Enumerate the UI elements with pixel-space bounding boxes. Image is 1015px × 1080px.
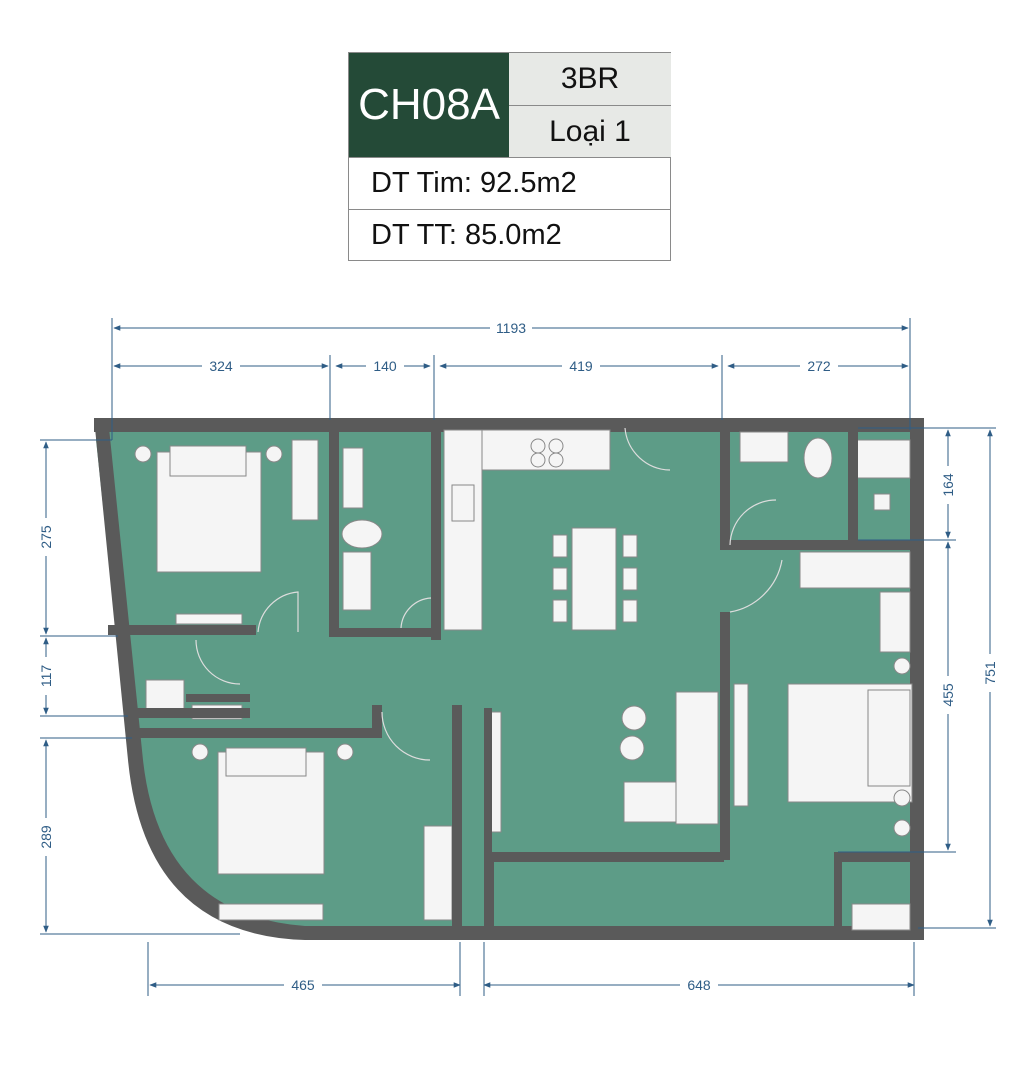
dim-117: 117 bbox=[38, 665, 54, 688]
dim-455: 455 bbox=[940, 683, 956, 707]
dimension-labels: 1193 324 140 419 272 465 648 275 117 289… bbox=[38, 320, 998, 993]
dim-465: 465 bbox=[291, 977, 315, 993]
dim-751: 751 bbox=[982, 661, 998, 685]
dim-total-width: 1193 bbox=[496, 320, 526, 336]
bedroom-count: 3BR bbox=[509, 53, 671, 106]
area-tt: DT TT: 85.0m2 bbox=[349, 209, 670, 260]
dim-140: 140 bbox=[373, 358, 397, 374]
dining-set bbox=[552, 527, 638, 631]
area-tim: DT Tim: 92.5m2 bbox=[349, 157, 670, 209]
unit-code: CH08A bbox=[349, 53, 509, 157]
dim-289: 289 bbox=[38, 825, 54, 849]
dim-275: 275 bbox=[38, 525, 54, 549]
dim-324: 324 bbox=[209, 358, 233, 374]
bedroom-master bbox=[733, 551, 913, 837]
bathroom-fixtures bbox=[341, 431, 911, 931]
interior-walls bbox=[108, 418, 922, 938]
dim-648: 648 bbox=[687, 977, 711, 993]
dim-419: 419 bbox=[569, 358, 593, 374]
unit-spec-table: CH08A 3BR Loại 1 DT Tim: 92.5m2 DT TT: 8… bbox=[348, 52, 671, 261]
unit-type: Loại 1 bbox=[509, 106, 671, 157]
bedroom-1 bbox=[134, 439, 319, 625]
kitchen-counter bbox=[443, 429, 611, 631]
door-swings bbox=[195, 427, 783, 761]
dim-272: 272 bbox=[807, 358, 831, 374]
dim-164: 164 bbox=[940, 473, 956, 497]
